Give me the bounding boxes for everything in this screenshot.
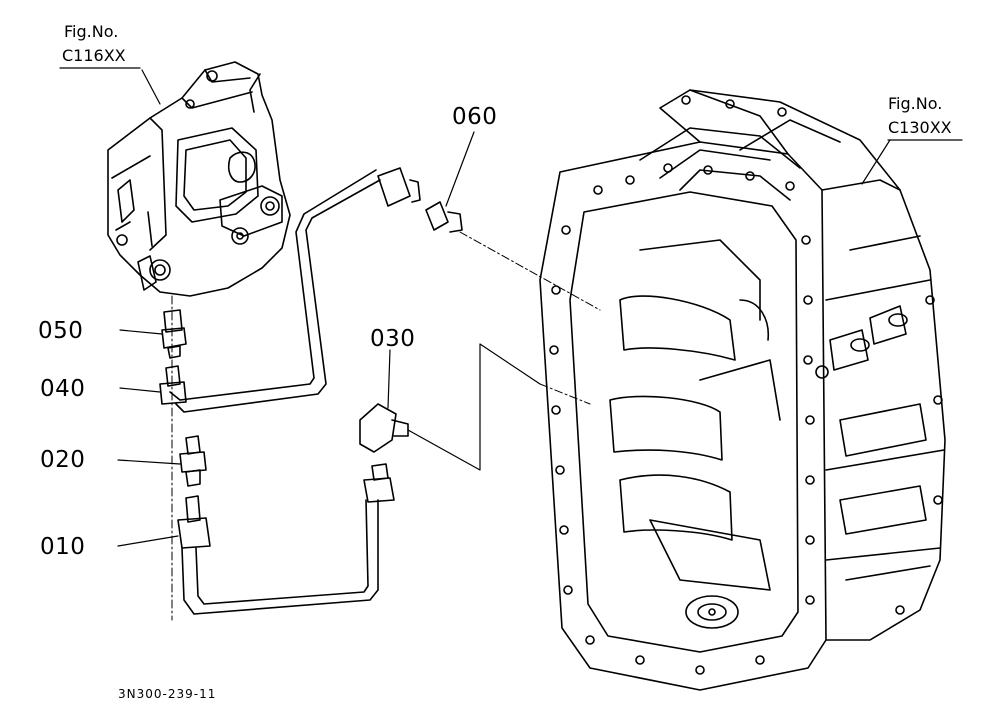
drawing-number: 3N300-239-11: [118, 687, 217, 701]
connector-030: [407, 343, 541, 471]
centerline-030: [539, 383, 591, 405]
centerline-060: [459, 231, 601, 311]
fitting-020-shape: [179, 435, 207, 487]
part-label-040: 040: [40, 376, 86, 402]
transmission-case: [539, 89, 946, 691]
pipe-upper: [169, 169, 381, 413]
leader-060: [445, 131, 475, 207]
fig-ref-c130-label: Fig.No.: [888, 94, 943, 113]
fitting-030-shape: [359, 403, 409, 503]
leader-050: [119, 329, 163, 335]
part-label-020: 020: [40, 447, 86, 473]
leader-010: [117, 535, 179, 547]
fitting-040-shape: [159, 365, 187, 405]
part-label-010: 010: [40, 534, 86, 560]
fitting-010-shape: [177, 495, 211, 549]
fitting-060-shape: [377, 167, 463, 233]
leader-020: [117, 459, 181, 465]
fig-ref-c130-code: C130XX: [888, 118, 952, 137]
pipe-lower: [181, 499, 379, 615]
part-label-030: 030: [370, 326, 416, 352]
leader-c130: [861, 139, 891, 185]
part-label-060: 060: [452, 104, 498, 130]
fig-ref-c116-code: C116XX: [62, 46, 126, 65]
leader-c116: [141, 69, 161, 105]
part-label-050: 050: [38, 318, 84, 344]
fig-ref-c116-label: Fig.No.: [64, 22, 119, 41]
fitting-050-shape: [161, 309, 187, 359]
leader-040: [119, 387, 161, 393]
valve-block: [107, 61, 291, 297]
leader-030: [387, 349, 391, 409]
